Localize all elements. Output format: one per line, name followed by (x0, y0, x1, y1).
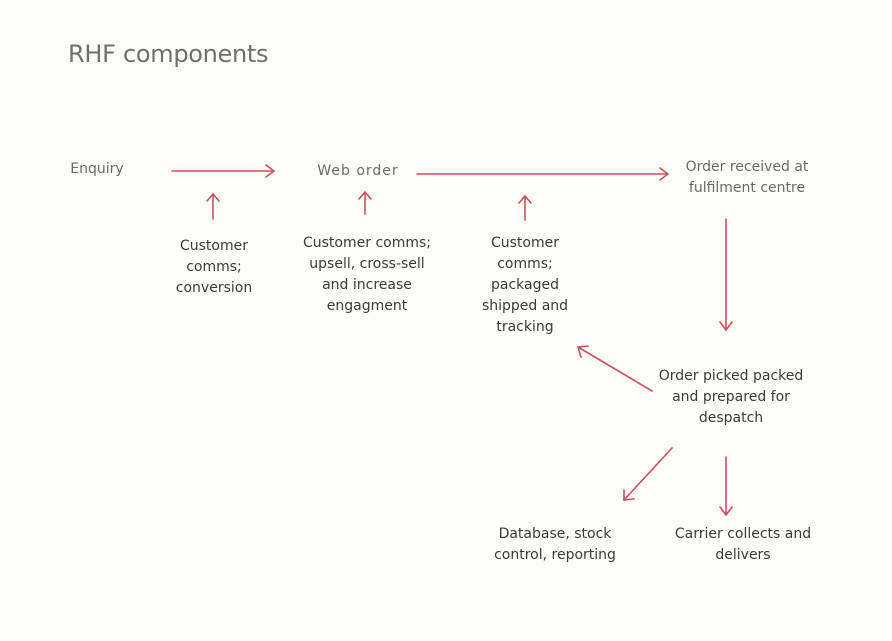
node-enquiry: Enquiry (70, 161, 124, 177)
node-comms-conversion: Customer comms; conversion (175, 238, 253, 296)
node-order-received: Order received at fulfilment centre (685, 159, 809, 196)
node-order-picked: Order picked packed and prepared for des… (658, 368, 804, 426)
diagram-title: RHF components (68, 40, 269, 68)
arrow-upsell-up (358, 191, 372, 215)
arrow-enquiry-to-web-order (171, 164, 275, 178)
node-database: Database, stock control, reporting (494, 526, 616, 563)
node-carrier: Carrier collects and delivers (674, 526, 812, 563)
node-comms-tracking: Customer comms; packaged shipped and tra… (481, 235, 569, 335)
arrow-picked-to-database (623, 447, 673, 501)
arrow-picked-to-tracking (577, 345, 653, 392)
node-web-order: Web order (317, 163, 399, 179)
node-comms-upsell: Customer comms; upsell, cross-sell and i… (302, 235, 431, 314)
arrow-tracking-up (518, 195, 532, 221)
arrow-received-to-picked (719, 218, 733, 331)
arrow-picked-to-carrier (719, 456, 733, 516)
arrow-conversion-up (206, 193, 220, 220)
arrow-web-order-to-order-received (416, 167, 669, 181)
